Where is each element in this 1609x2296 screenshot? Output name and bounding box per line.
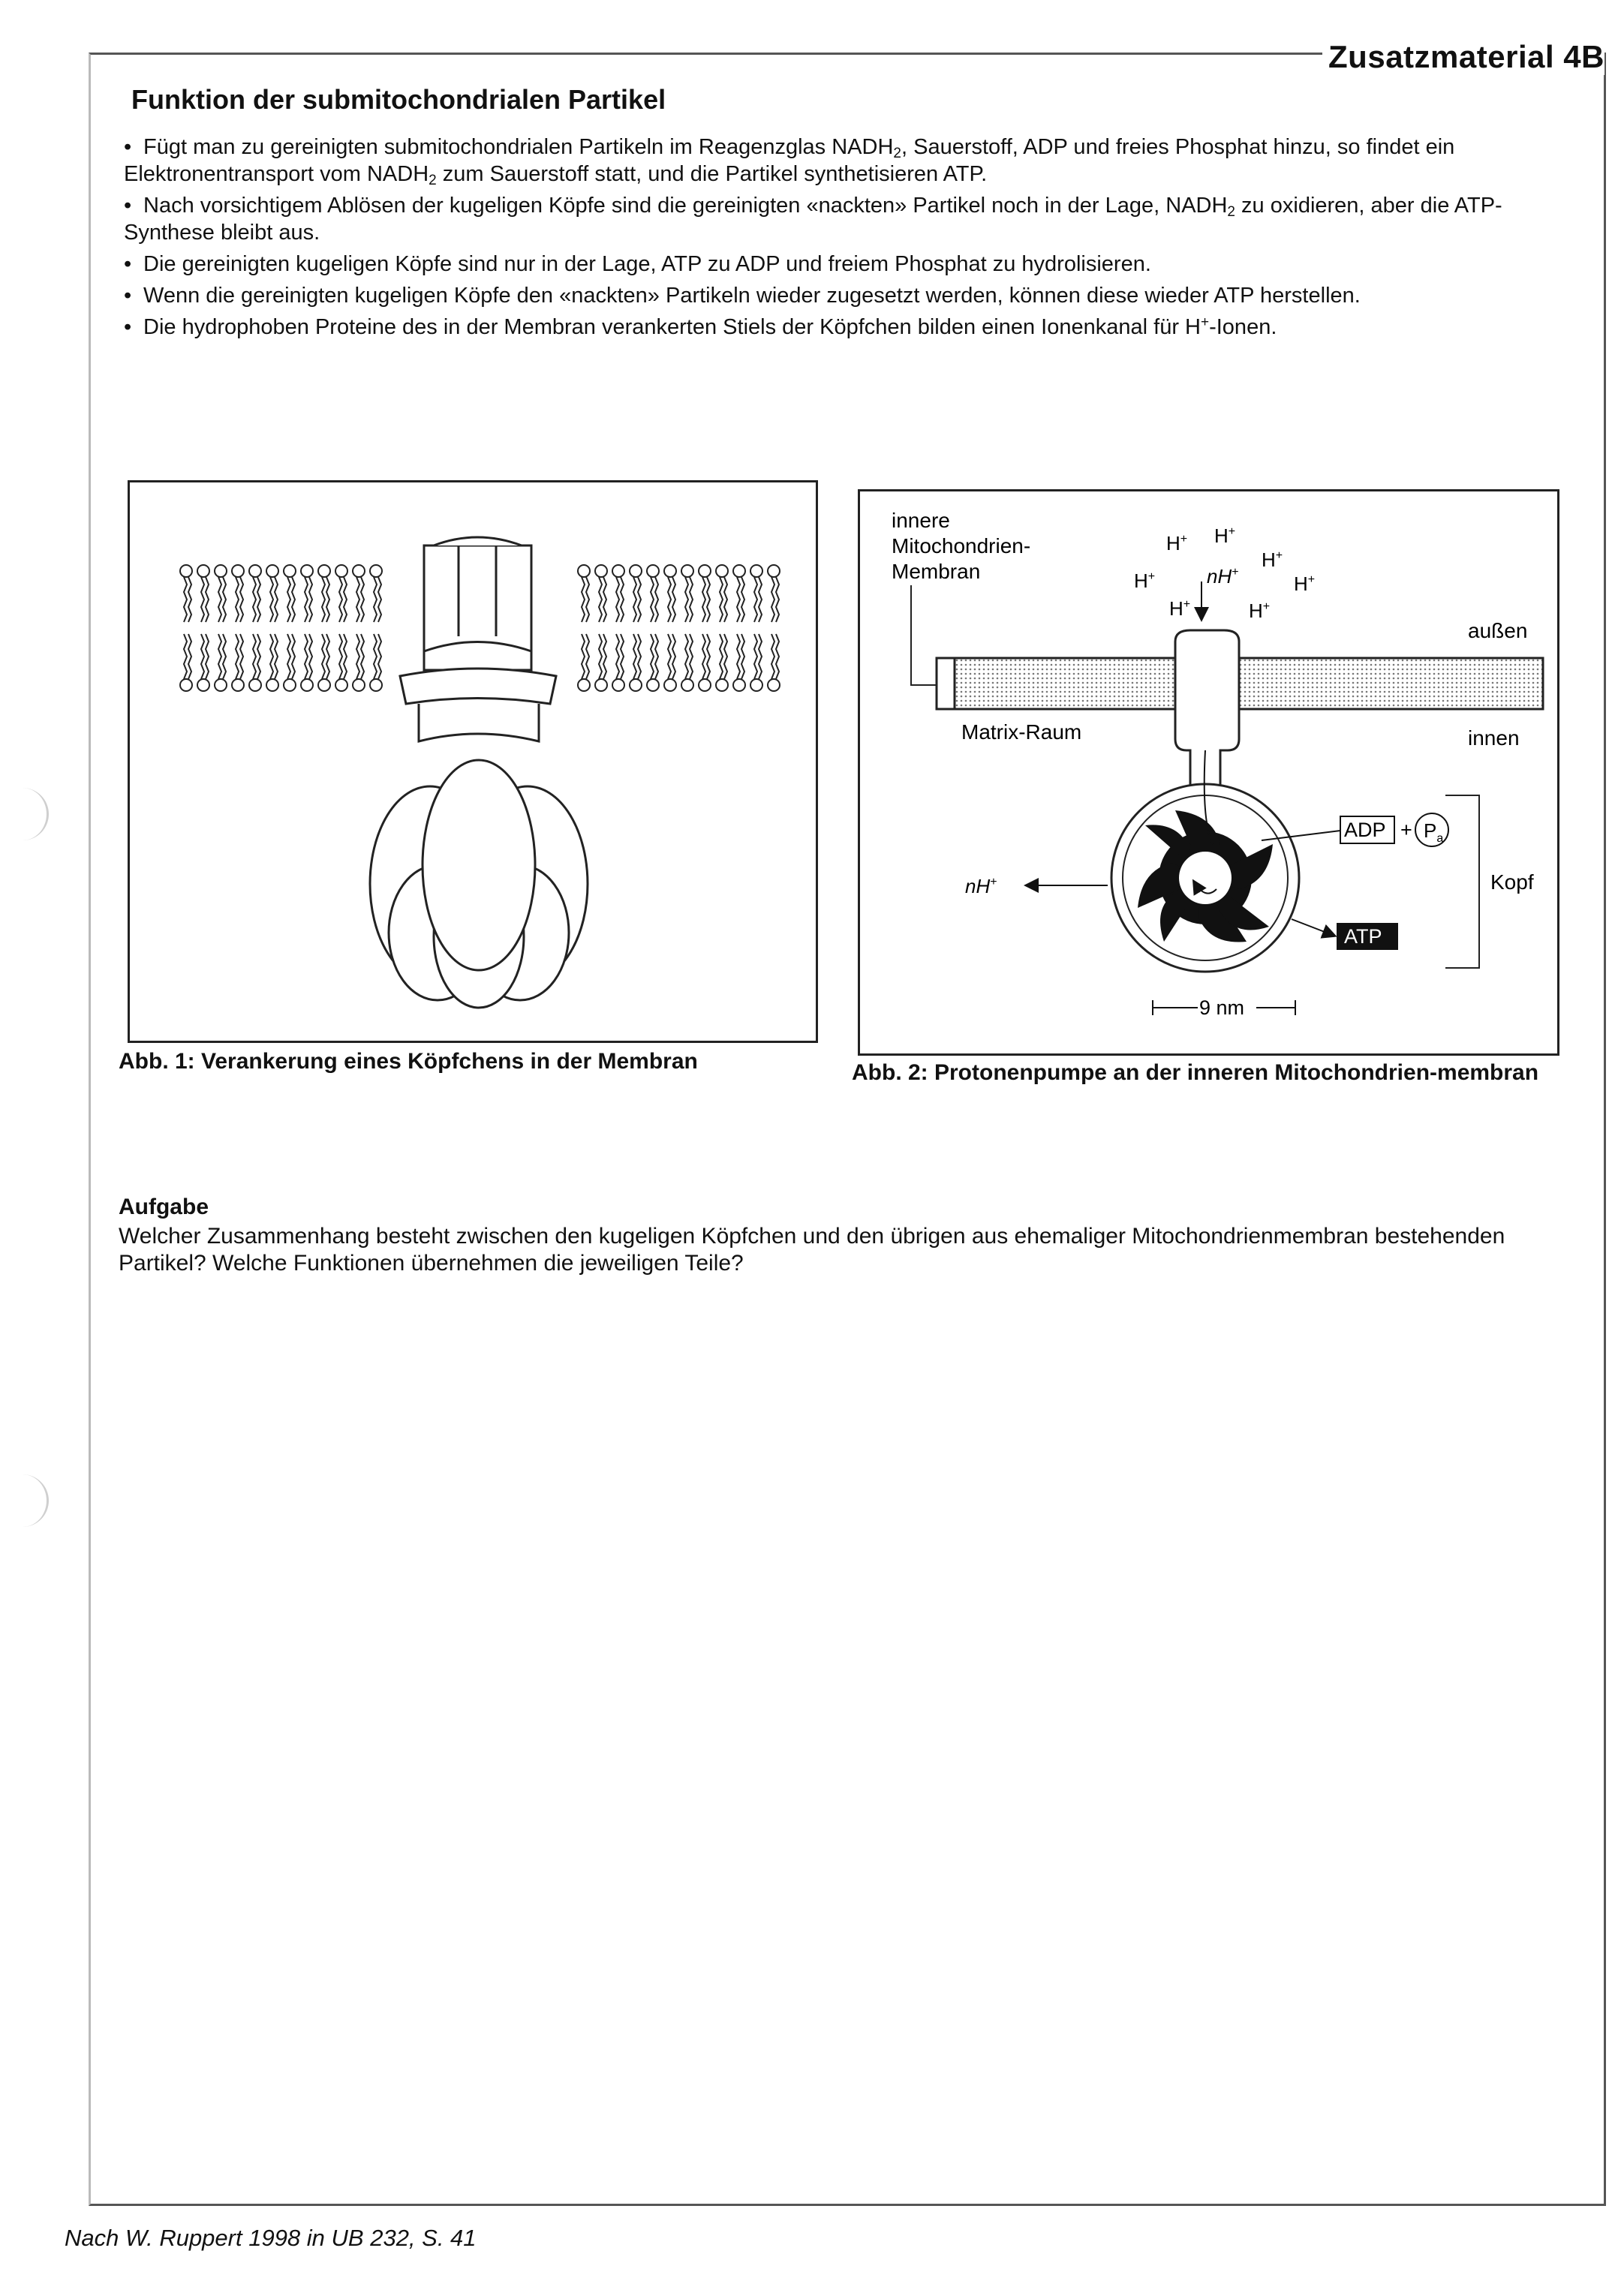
bullet-dot: • [124,284,132,308]
figure-1-caption: Abb. 1: Verankerung eines Köpfchens in d… [119,1049,698,1074]
bullet-text: , Sauerstoff, ADP und freies Phosphat hi… [124,135,1455,186]
bullet-text: Nach vorsichtigem Ablösen der kugeligen … [143,194,1228,218]
label-h-1: H+ [1166,532,1187,554]
label-head: Kopf [1490,870,1534,894]
bullet-5: • Die hydrophoben Proteine des in der Mem… [124,314,1565,341]
bullet-3: • Die gereinigten kugeligen Köpfe sind nu… [124,251,1565,278]
intro-bullets: • Fügt man zu gereinigten submitochondria… [124,134,1565,345]
figure-2-proton-pump: innere Mitochondrien- Membran außen inne… [858,489,1559,1056]
bullet-dot: • [124,135,132,159]
label-h-4: H+ [1134,569,1155,592]
label-adp: ADP [1344,819,1386,841]
bullet-dot: • [124,315,132,339]
label-membrane-line-3: Membran [892,560,980,583]
subscript: 2 [893,146,901,161]
figure-2-drawing: innere Mitochondrien- Membran außen inne… [892,509,1544,1019]
label-h-6: H+ [1169,597,1190,620]
bullet-dot: • [124,194,132,218]
figure-1-membrane-anchoring [128,480,818,1043]
bullet-text: Die hydrophoben Proteine des in der Memb… [143,315,1201,339]
label-h-5: H+ [1294,572,1315,595]
bullet-text: -Ionen. [1209,315,1277,339]
bullet-text: Fügt man zu gereinigten submitochondrial… [143,135,894,159]
source-footer: Nach W. Ruppert 1998 in UB 232, S. 41 [65,2225,477,2251]
label-scale: 9 nm [1199,996,1244,1019]
label-nh-left: nH+ [965,875,997,897]
label-matrix: Matrix-Raum [961,720,1081,744]
subscript: 2 [1227,204,1235,220]
punch-hole-bottom [0,1474,49,1527]
bullet-text: Die gereinigten kugeligen Köpfe sind nur… [143,252,1151,276]
bullet-text: zu oxidieren, aber die ATP-Synthese blei… [124,194,1502,245]
superscript: + [1200,314,1210,330]
bullet-4: • Wenn die gereinigten kugeligen Köpfe de… [124,282,1565,309]
label-membrane-line-2: Mitochondrien- [892,534,1030,557]
label-membrane-line-1: innere [892,509,950,532]
punch-hole-top [0,788,49,840]
bullet-text: zum Sauerstoff statt, und die Partikel s… [436,162,988,186]
page-title: Funktion der submitochondrialen Partikel [131,84,666,115]
bullet-2: • Nach vorsichtigem Ablösen der kugeligen… [124,192,1565,246]
page-frame [89,53,1606,2206]
label-h-3: H+ [1262,548,1283,571]
figure-1-drawing [179,536,780,1009]
label-nh-top: nH+ [1207,565,1239,588]
label-pa: Pa [1424,819,1443,845]
label-plus: + [1400,819,1412,841]
bullet-dot: • [124,252,132,276]
corner-title: Zusatzmaterial 4B [1322,39,1604,75]
task-title: Aufgabe [119,1195,209,1219]
label-atp: ATP [1344,925,1382,948]
label-outside: außen [1468,619,1527,642]
label-h-7: H+ [1249,600,1270,622]
figure-2-caption: Abb. 2: Protonenpumpe an der inneren Mit… [852,1060,1539,1085]
label-inside: innen [1468,726,1520,750]
subscript: 2 [429,173,437,188]
bullet-1: • Fügt man zu gereinigten submitochondria… [124,134,1565,188]
label-h-2: H+ [1214,524,1235,547]
bullet-text: Wenn die gereinigten kugeligen Köpfe den… [143,284,1361,308]
task-text: Welcher Zusammenhang besteht zwischen de… [119,1224,1505,1276]
